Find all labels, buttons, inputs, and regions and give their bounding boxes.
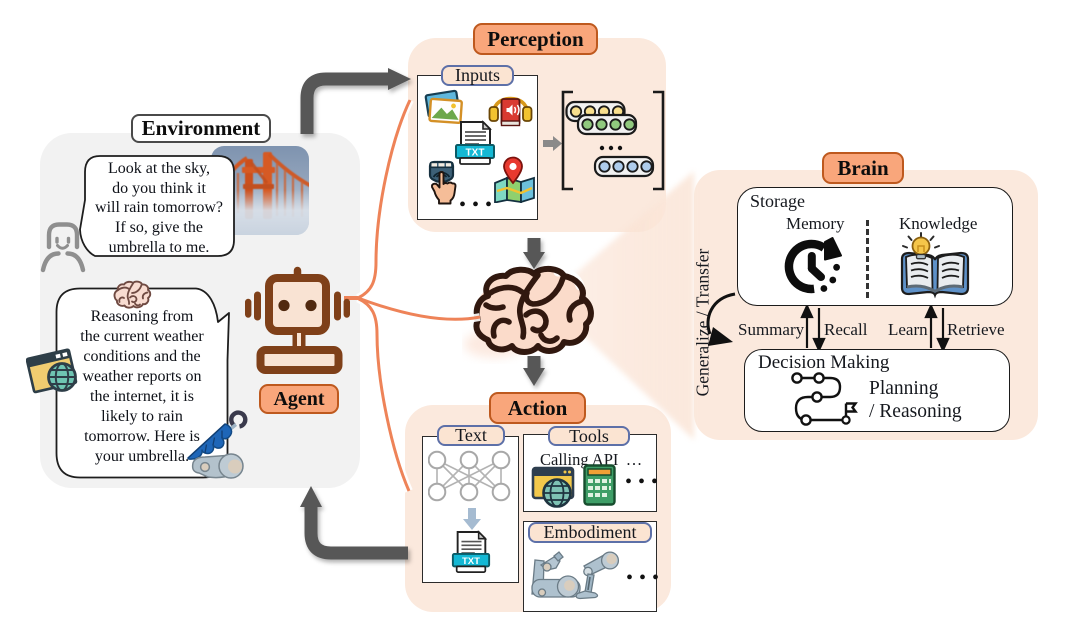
- svg-text:TXT: TXT: [466, 148, 485, 159]
- svg-text:TXT: TXT: [462, 556, 480, 567]
